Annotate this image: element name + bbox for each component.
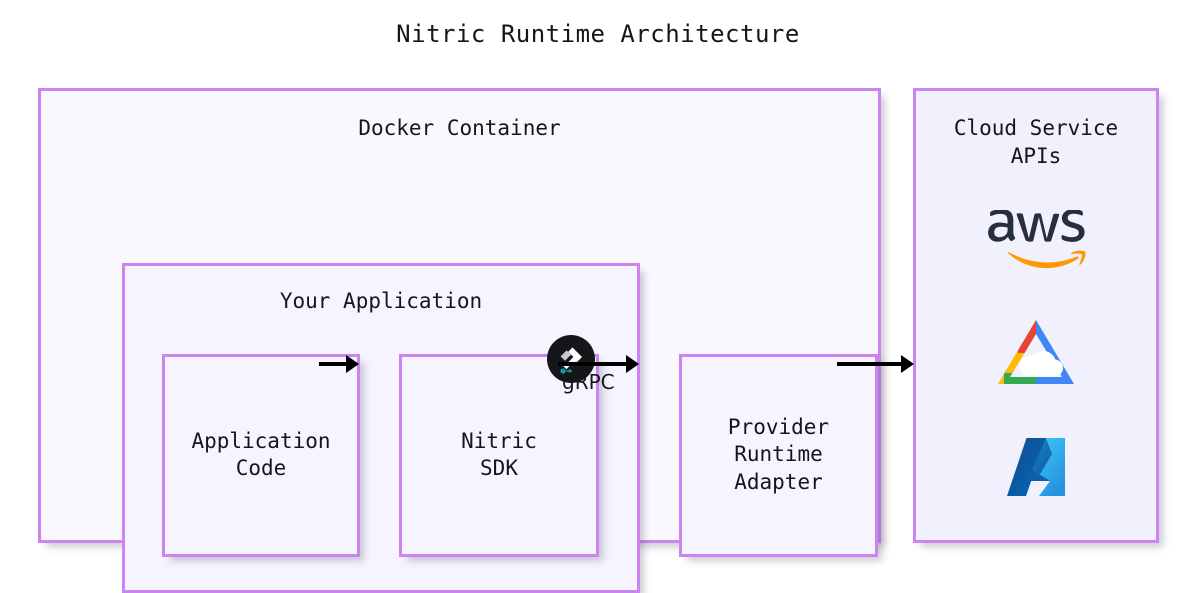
nitric-sdk-box: Nitric SDK	[399, 335, 599, 557]
nitric-sdk-label: Nitric SDK	[461, 428, 537, 481]
google-cloud-logo	[998, 320, 1074, 384]
application-code-box: Application Code	[162, 354, 360, 557]
cloud-service-apis-label: Cloud Service APIs	[953, 116, 1119, 168]
page-title: Nitric Runtime Architecture	[396, 20, 800, 48]
azure-logo	[1007, 438, 1065, 496]
application-code-label: Application Code	[191, 428, 331, 481]
grpc-endpoint-marker-icon	[560, 368, 572, 374]
aws-logo	[988, 210, 1086, 269]
provider-runtime-adapter-box: Provider Runtime Adapter	[679, 354, 878, 557]
architecture-diagram: Nitric Runtime Architecture Docker Conta…	[38, 20, 1159, 593]
grpc-connection-label: gRPC	[562, 370, 615, 394]
your-application-label: Your Application	[279, 289, 483, 313]
docker-container-label: Docker Container	[358, 116, 561, 140]
cloud-service-apis-box: Cloud Service APIs	[913, 88, 1159, 543]
cloud-logos-group	[916, 187, 1156, 527]
provider-runtime-adapter-label: Provider Runtime Adapter	[727, 414, 830, 495]
docker-container-box: Docker Container Your Application Applic…	[38, 88, 881, 593]
